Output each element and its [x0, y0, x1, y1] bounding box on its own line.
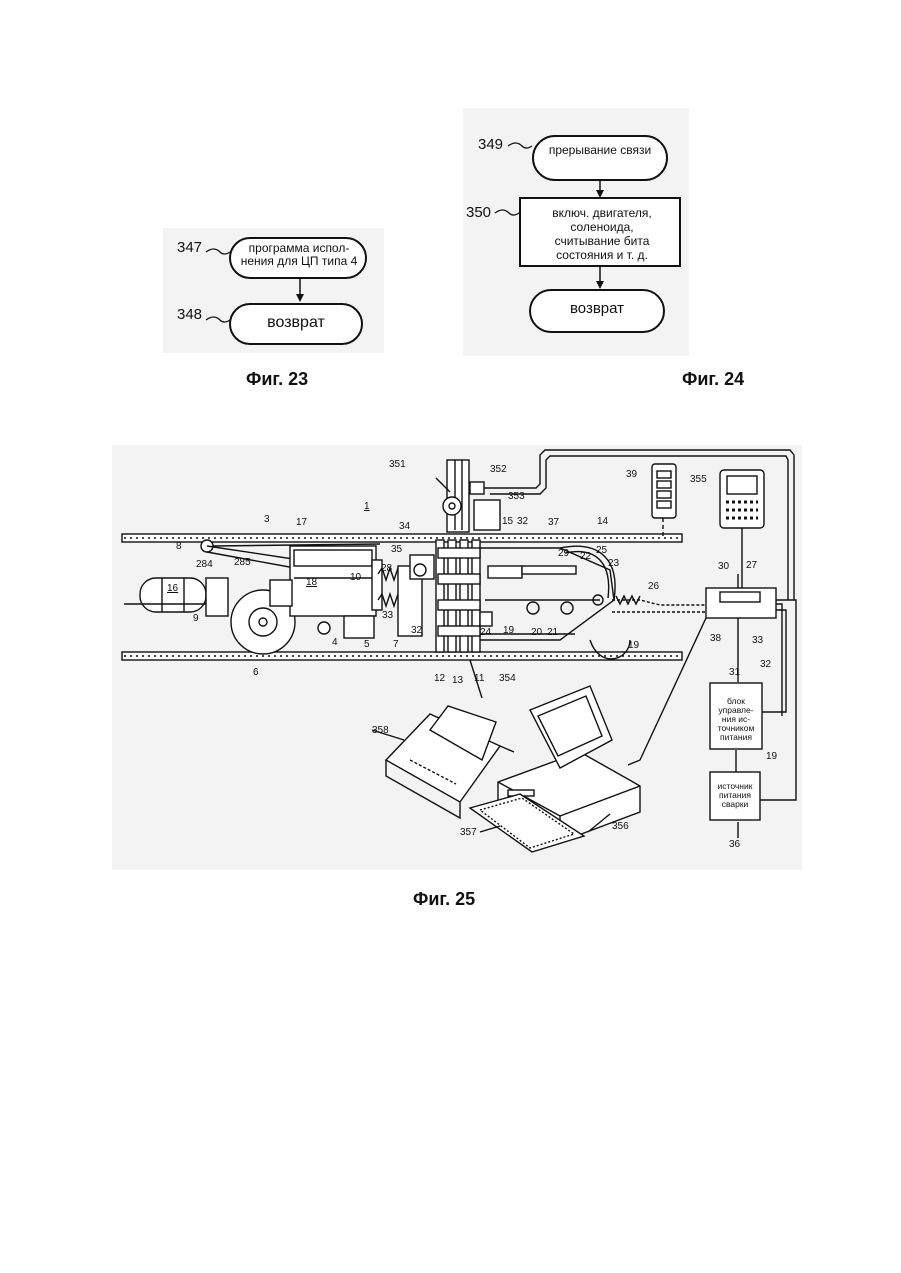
label-19b: 19: [628, 641, 639, 651]
label-32b: 32: [517, 517, 528, 527]
label-13: 13: [452, 676, 463, 686]
label-1: 1: [364, 502, 370, 512]
label-34: 34: [399, 522, 410, 532]
label-31: 31: [729, 668, 740, 678]
label-36: 36: [729, 840, 740, 850]
label-33: 33: [382, 611, 393, 621]
label-285: 285: [234, 558, 251, 568]
label-30: 30: [718, 562, 729, 572]
label-7: 7: [393, 640, 399, 650]
label-33b: 33: [752, 636, 763, 646]
label-351: 351: [389, 460, 406, 470]
label-38: 38: [710, 634, 721, 644]
label-14: 14: [597, 517, 608, 527]
label-6: 6: [253, 668, 259, 678]
label-32: 32: [411, 626, 422, 636]
label-32c: 32: [760, 660, 771, 670]
label-35: 35: [391, 545, 402, 555]
label-352: 352: [490, 465, 507, 475]
label-24: 24: [480, 628, 491, 638]
label-355: 355: [690, 475, 707, 485]
label-21: 21: [547, 628, 558, 638]
label-357: 357: [460, 828, 477, 838]
label-11: 11: [474, 674, 484, 684]
label-354: 354: [499, 674, 516, 684]
label-22: 22: [580, 552, 591, 562]
label-25: 25: [596, 546, 607, 556]
label-23: 23: [608, 559, 619, 569]
label-358: 358: [372, 726, 389, 736]
label-26: 26: [648, 582, 659, 592]
welding-power-source-text: источник питания сварки: [712, 782, 758, 809]
power-control-unit-text: блок управле-ния ис-точником питания: [712, 697, 760, 742]
label-5: 5: [364, 640, 370, 650]
fig25-caption: Фиг. 25: [413, 889, 475, 910]
label-353: 353: [508, 492, 525, 502]
label-3: 3: [264, 515, 270, 525]
label-10: 10: [350, 573, 361, 583]
label-17: 17: [296, 518, 307, 528]
label-284: 284: [196, 560, 213, 570]
label-39: 39: [626, 470, 637, 480]
label-16: 16: [167, 584, 178, 594]
label-37: 37: [548, 518, 559, 528]
label-9: 9: [193, 614, 199, 624]
label-20: 20: [531, 628, 542, 638]
label-15: 15: [502, 517, 513, 527]
label-19c: 19: [766, 752, 777, 762]
label-356: 356: [612, 822, 629, 832]
label-27: 27: [746, 561, 757, 571]
label-28: 28: [381, 564, 392, 574]
label-18: 18: [306, 578, 317, 588]
label-29: 29: [558, 549, 569, 559]
label-8: 8: [176, 542, 182, 552]
label-12: 12: [434, 674, 445, 684]
label-4: 4: [332, 638, 338, 648]
label-19: 19: [503, 626, 514, 636]
